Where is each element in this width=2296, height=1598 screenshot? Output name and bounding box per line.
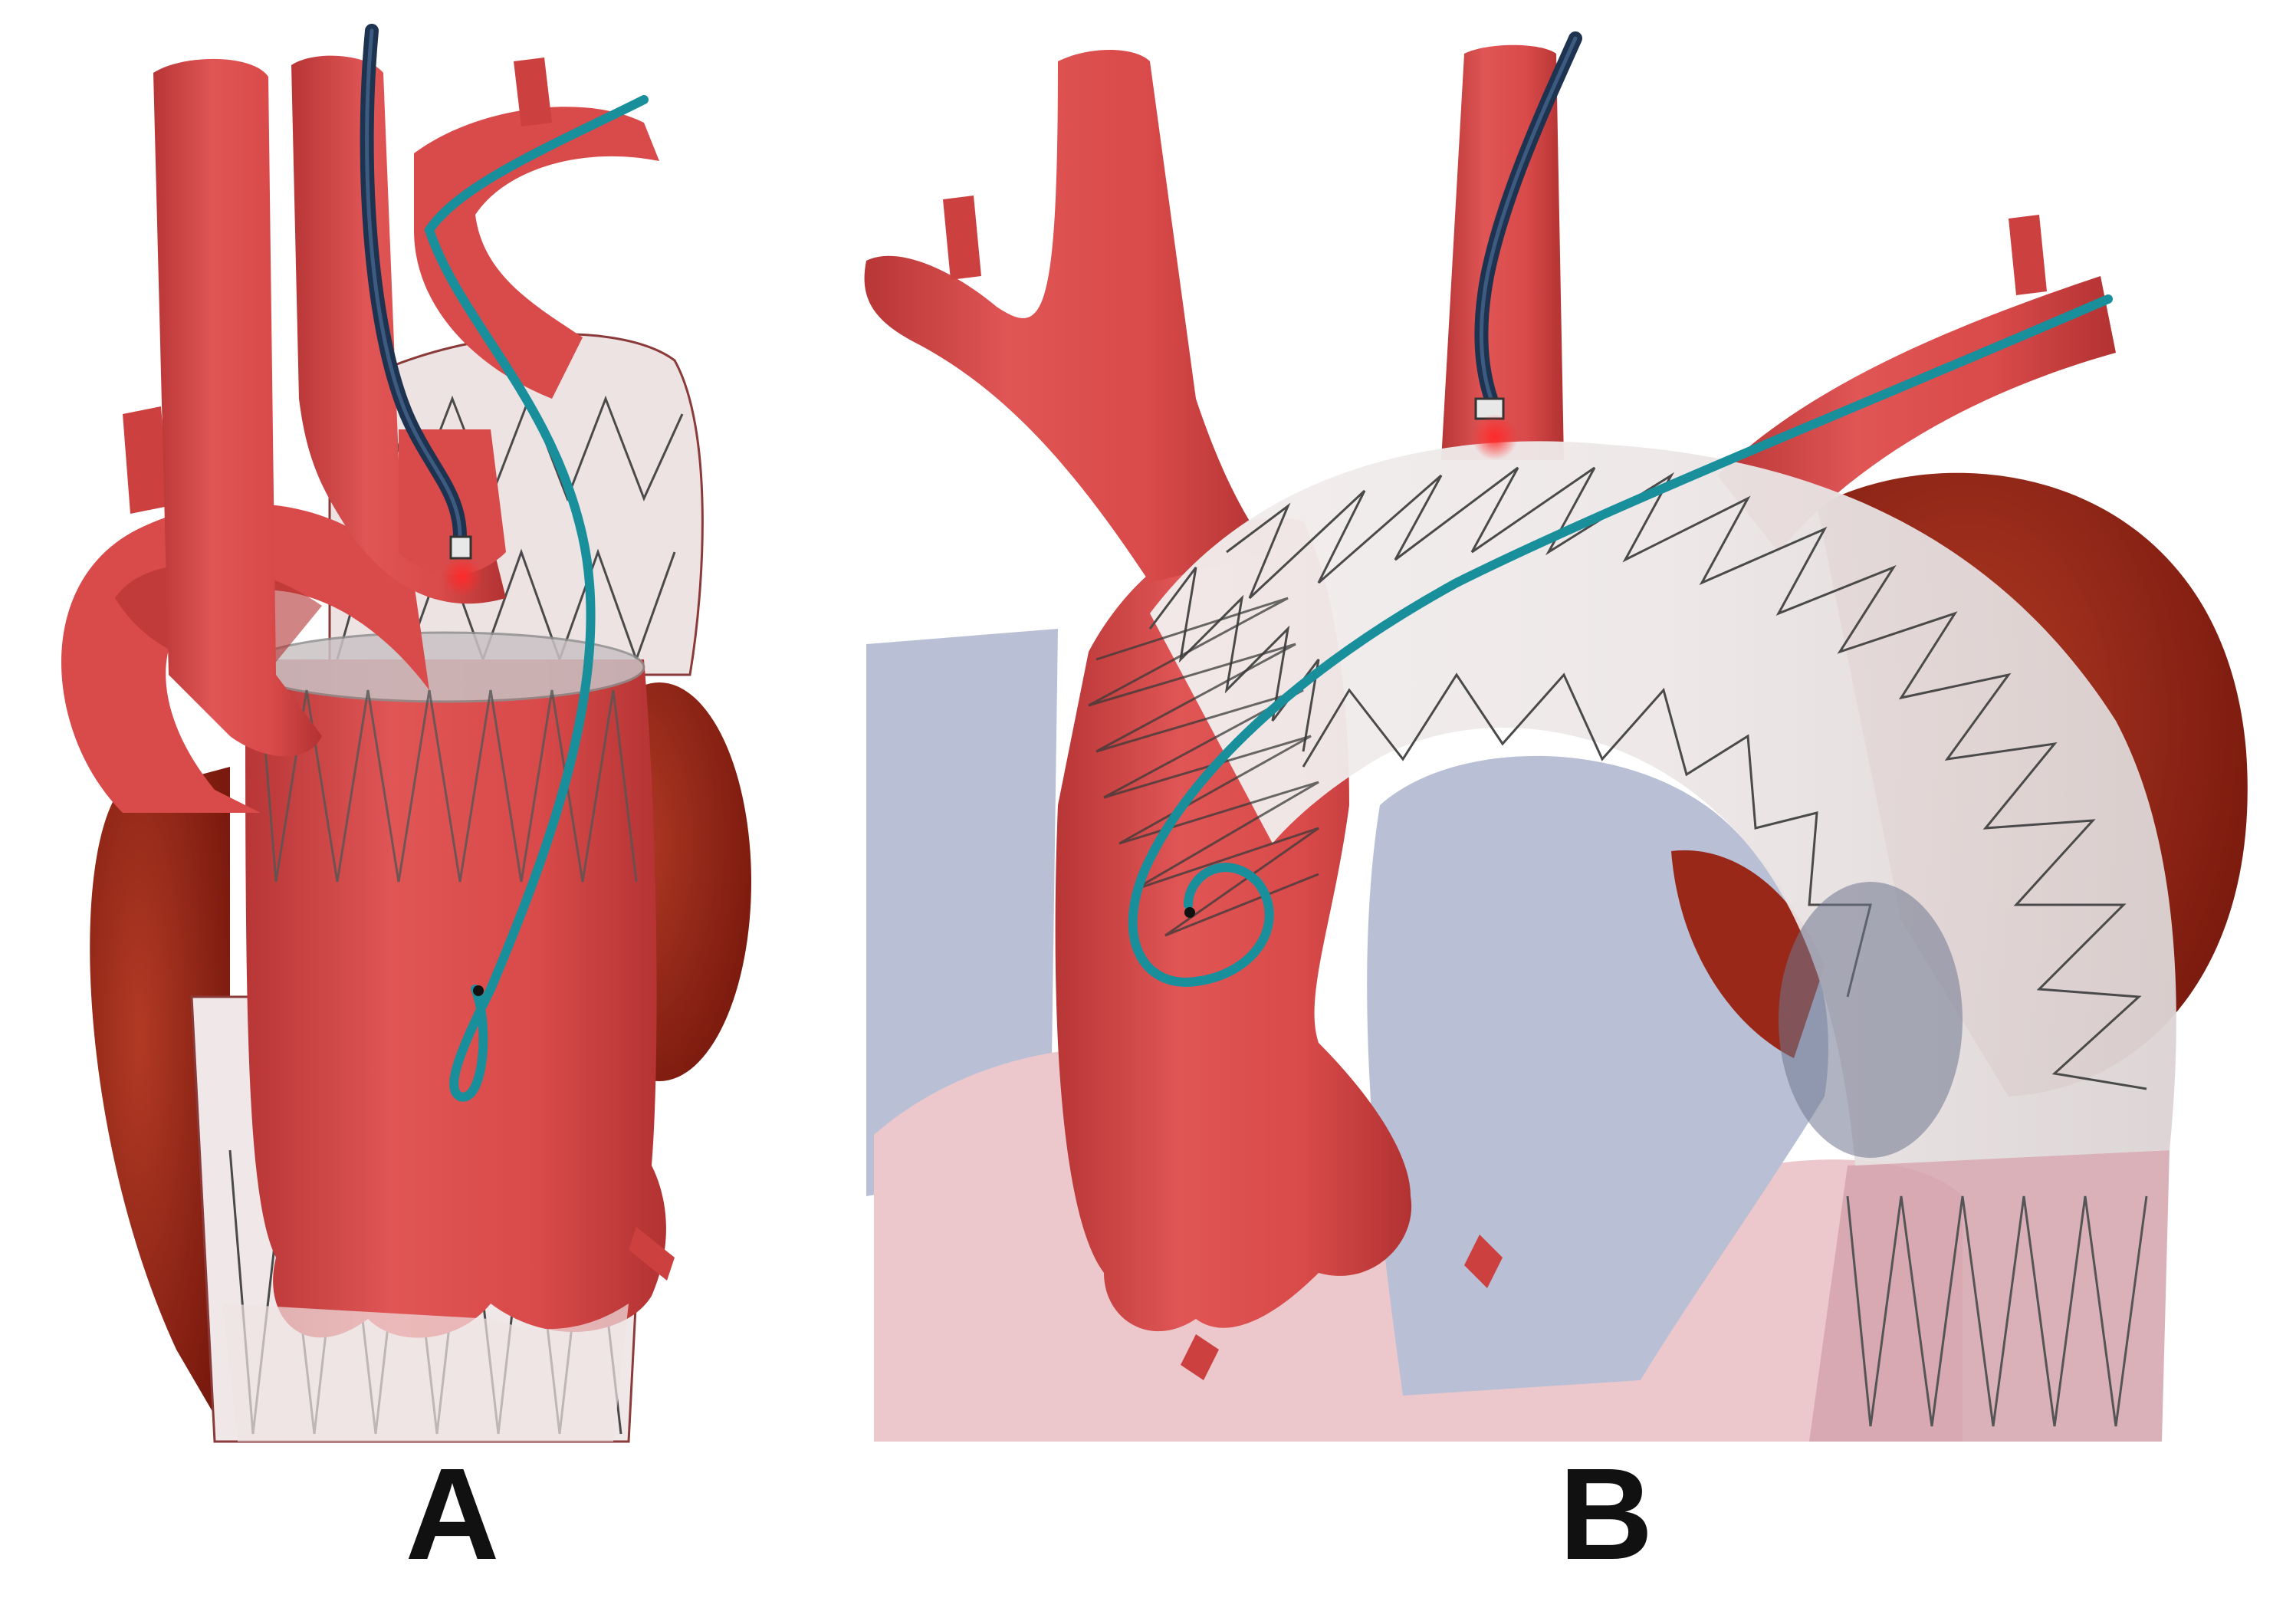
- ascending-aorta: [245, 659, 666, 1338]
- superior-vena-cava: [866, 629, 1058, 1196]
- coronary-stub-b2: [1464, 1235, 1503, 1288]
- carotid-middle-tall: [291, 55, 506, 604]
- guidewire-b: [1128, 294, 2113, 987]
- panel-label-a: A: [405, 1442, 500, 1587]
- stent-graft-descending: [1809, 1150, 2170, 1442]
- left-heart-lobe: [90, 767, 230, 1442]
- stent-wire-mid: [259, 689, 638, 883]
- guidewire-tip-a: [473, 985, 484, 996]
- subclavian-stub-a: [514, 58, 552, 127]
- catheter-b-highlight: [1479, 36, 1578, 401]
- panel-label-b: B: [1559, 1442, 1654, 1587]
- guidewire-tip-b: [1184, 907, 1195, 918]
- graft-shadow-b: [1779, 882, 1963, 1158]
- left-subclavian-stub-b: [2009, 215, 2047, 295]
- guidewire-a: [424, 95, 649, 1102]
- stent-wire-ascending-b: [1088, 597, 1319, 937]
- brachiocephalic-stub: [123, 406, 169, 514]
- brachiocephalic-stub-b: [943, 196, 981, 280]
- brachiocephalic-trunk-b: [864, 50, 1273, 583]
- catheter-tip-a: [449, 535, 472, 560]
- left-subclavian-b: [1717, 276, 2116, 552]
- panel-a-illustration: [61, 24, 751, 1443]
- coronary-stub-a: [629, 1227, 675, 1281]
- laser-glow-a: [442, 557, 482, 597]
- laser-glow-b: [1472, 414, 1518, 460]
- carotid-left-tall: [153, 58, 322, 757]
- catheter-a-highlight: [365, 28, 462, 539]
- coronary-stub-b: [1181, 1334, 1219, 1380]
- stent-wire-descending: [1846, 1195, 2148, 1427]
- panel-b-illustration: [864, 31, 2248, 1442]
- graft-overlay-a: [222, 1304, 629, 1442]
